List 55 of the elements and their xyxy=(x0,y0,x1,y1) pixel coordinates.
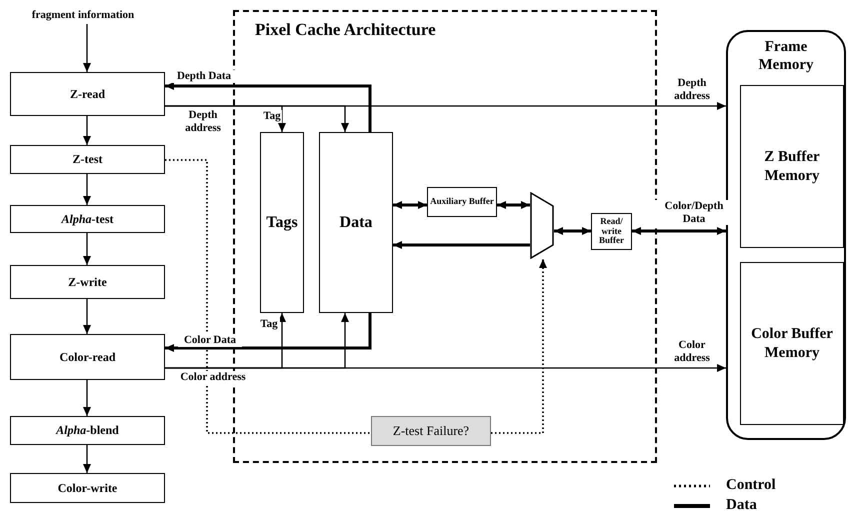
edge-label: Tag xyxy=(258,318,280,331)
control-line xyxy=(165,159,371,434)
edge-label: Depth Data xyxy=(172,70,236,83)
memory-title: Frame Memory xyxy=(758,38,814,74)
memory-bank-box xyxy=(740,262,844,425)
legend-label: Control xyxy=(726,477,776,494)
arrow xyxy=(165,313,372,352)
pipeline-stage-box xyxy=(10,72,165,116)
arrow xyxy=(165,313,349,369)
array-label: Tags xyxy=(266,214,298,232)
arrow xyxy=(497,201,530,209)
condition-box xyxy=(371,416,491,446)
buffer-box xyxy=(591,213,632,250)
stage-label: Alpha-test xyxy=(62,212,114,226)
control-line xyxy=(491,259,547,434)
arrow xyxy=(393,241,530,249)
input-label: fragment information xyxy=(32,9,134,21)
arrow xyxy=(632,227,726,235)
legend-label: Data xyxy=(726,497,757,511)
pipeline-stage-box xyxy=(10,416,165,445)
arrow xyxy=(83,24,91,72)
stage-label: Z-read xyxy=(70,86,106,102)
memory-label: Color Buffer Memory xyxy=(750,324,834,362)
stage-label: Alpha-blend xyxy=(56,423,119,438)
pipeline-stage-box xyxy=(10,205,165,233)
arrow xyxy=(83,380,91,416)
edge-label: Tag xyxy=(262,110,282,123)
pipeline-stage-box xyxy=(10,265,165,299)
arrow xyxy=(165,105,349,132)
arrow xyxy=(165,82,372,132)
stage-label: Color-read xyxy=(60,350,116,364)
buffer-label: Auxiliary Buffer xyxy=(430,197,494,207)
memory-label: Z Buffer Memory xyxy=(763,148,821,186)
stage-label: Z-write xyxy=(68,274,107,290)
frame-memory-box xyxy=(726,30,846,440)
pipeline-stage-box xyxy=(10,473,165,503)
memory-array-box xyxy=(260,132,304,313)
memory-array-box xyxy=(319,132,393,313)
buffer-label: Read/ write Buffer xyxy=(598,216,625,246)
region-title: Pixel Cache Architecture xyxy=(255,20,436,40)
stage-label: Color-write xyxy=(58,480,118,496)
stage-label: Z-test xyxy=(72,152,102,167)
pipeline-stage-box xyxy=(10,334,165,380)
arrow xyxy=(83,233,91,265)
array-label: Data xyxy=(340,214,372,232)
memory-bank-box xyxy=(740,85,844,248)
arrow xyxy=(554,227,591,235)
arrow xyxy=(393,201,427,209)
arrow xyxy=(83,299,91,334)
condition-label: Z-test Failure? xyxy=(392,423,470,439)
arrow xyxy=(83,116,91,145)
arrow xyxy=(83,174,91,205)
arrow xyxy=(83,445,91,473)
pipeline-stage-box xyxy=(10,145,165,174)
buffer-box xyxy=(427,187,497,217)
